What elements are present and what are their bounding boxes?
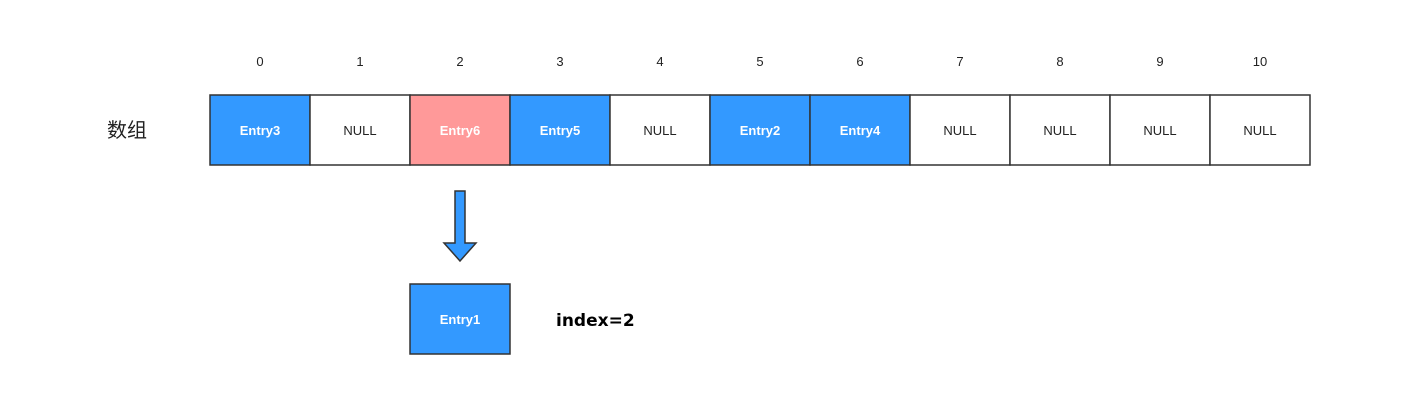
array-cell-box <box>609 94 711 166</box>
array-index-8: 8 <box>1056 54 1063 69</box>
array-cell-box <box>209 94 311 166</box>
array-cell-box <box>709 94 811 166</box>
array-cell-row: Entry3 NULL Entry6 Entry5 NULL Entry2 Entry4 NU… <box>209 94 1311 166</box>
array-cell-box <box>809 94 911 166</box>
array-cell-label: NULL <box>1043 123 1076 138</box>
array-index-0: 0 <box>256 54 263 69</box>
array-cell-label: Entry2 <box>740 123 780 138</box>
array-index-10: 10 <box>1253 54 1267 69</box>
array-cell-1: NULL <box>309 94 411 166</box>
index-note: index=2 <box>556 311 635 331</box>
incoming-entry-box <box>409 283 511 355</box>
array-cell-4: NULL <box>609 94 711 166</box>
array-cell-0: Entry3 <box>209 94 311 166</box>
array-cell-2: Entry6 <box>409 94 511 166</box>
array-cell-5: Entry2 <box>709 94 811 166</box>
array-cell-6: Entry4 <box>809 94 911 166</box>
incoming-entry-node: Entry1 <box>409 283 511 355</box>
array-index-9: 9 <box>1156 54 1163 69</box>
array-cell-10: NULL <box>1209 94 1311 166</box>
array-cell-box <box>909 94 1011 166</box>
array-index-row: 0 1 2 3 4 5 6 7 8 9 10 <box>256 54 1267 69</box>
array-cell-box <box>1209 94 1311 166</box>
array-cell-7: NULL <box>909 94 1011 166</box>
down-arrow-icon <box>442 190 478 263</box>
array-cell-label: Entry5 <box>540 123 580 138</box>
array-cell-8: NULL <box>1009 94 1111 166</box>
array-cell-label: NULL <box>643 123 676 138</box>
array-cell-label: Entry4 <box>840 123 881 138</box>
array-cell-label: NULL <box>343 123 376 138</box>
array-label: 数组 <box>107 118 147 142</box>
array-index-1: 1 <box>356 54 363 69</box>
array-index-7: 7 <box>956 54 963 69</box>
array-index-6: 6 <box>856 54 863 69</box>
array-index-5: 5 <box>756 54 763 69</box>
array-cell-box <box>1109 94 1211 166</box>
array-cell-label: NULL <box>1243 123 1276 138</box>
array-cell-label: Entry6 <box>440 123 480 138</box>
array-cell-box <box>309 94 411 166</box>
array-index-4: 4 <box>656 54 663 69</box>
array-index-3: 3 <box>556 54 563 69</box>
array-cell-3: Entry5 <box>509 94 611 166</box>
array-cell-label: NULL <box>943 123 976 138</box>
array-index-2: 2 <box>456 54 463 69</box>
array-cell-label: NULL <box>1143 123 1176 138</box>
array-cell-box <box>1009 94 1111 166</box>
incoming-entry-label: Entry1 <box>440 312 480 327</box>
array-cell-9: NULL <box>1109 94 1211 166</box>
array-cell-label: Entry3 <box>240 123 280 138</box>
array-cell-box <box>409 94 511 166</box>
